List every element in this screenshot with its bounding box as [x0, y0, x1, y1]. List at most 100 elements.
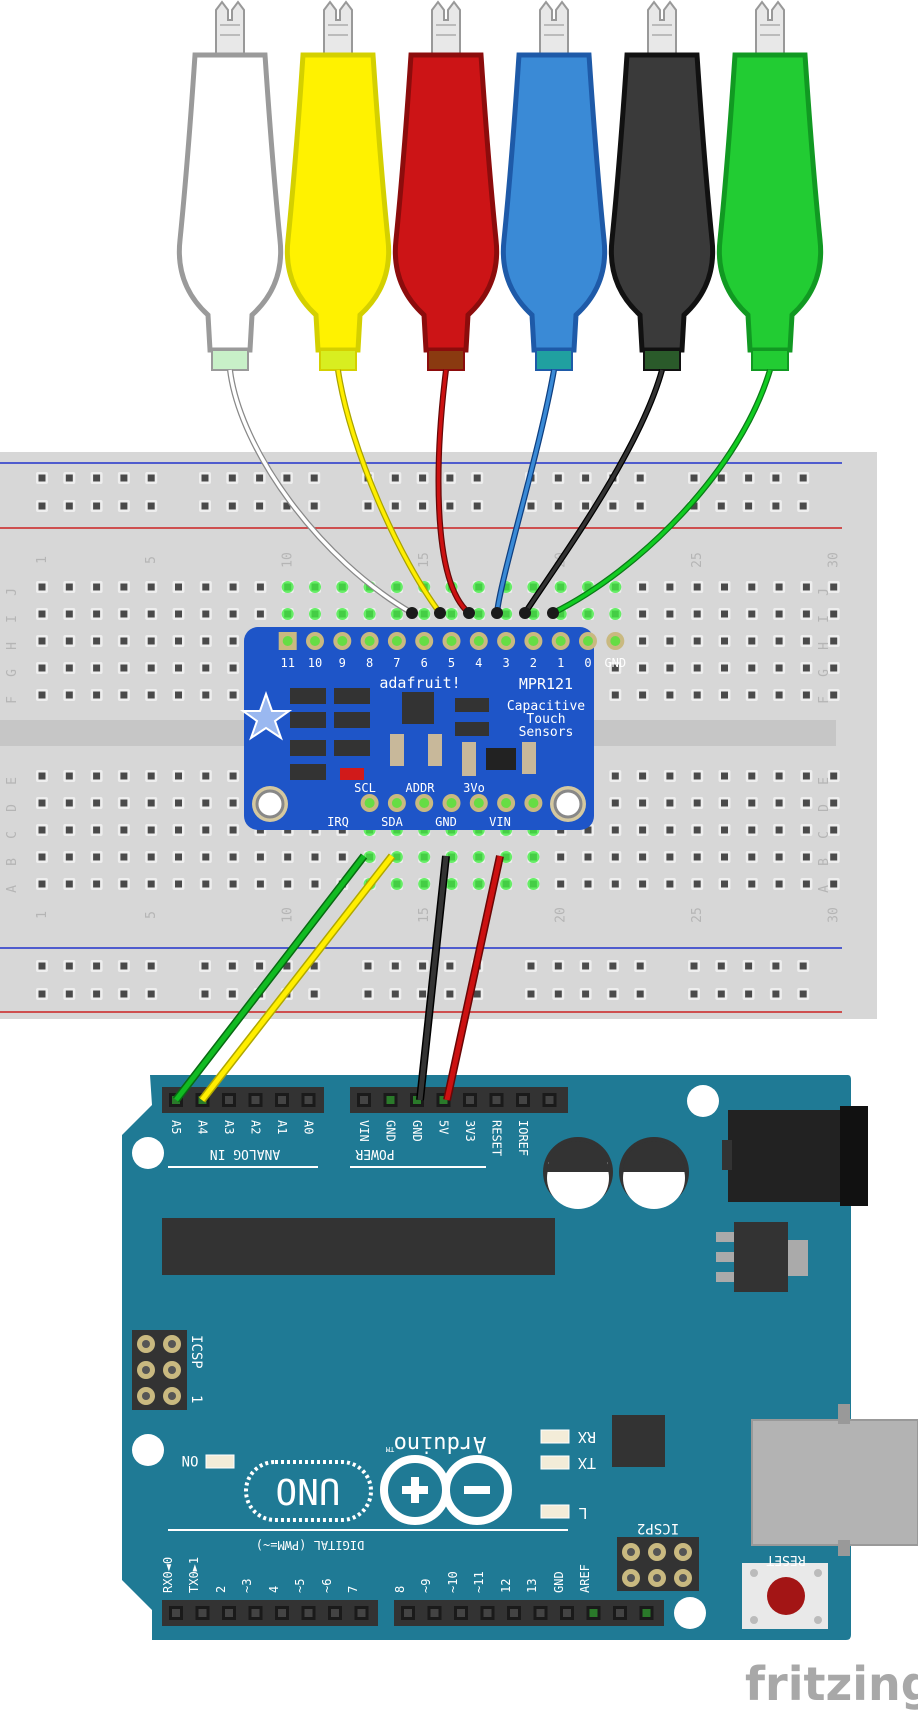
icsp-label: ICSP — [188, 1335, 204, 1369]
column-number-top: 15 — [417, 552, 432, 568]
analog-pin-label: A1 — [275, 1120, 289, 1134]
column-number-bottom: 10 — [281, 907, 296, 923]
digital-pin-label: GND — [552, 1571, 566, 1593]
digital-pin-label: 13 — [525, 1579, 539, 1593]
pin-label: 6 — [421, 656, 428, 670]
pin-label: 1 — [557, 656, 564, 670]
row-letter-right: G — [817, 669, 832, 677]
digital-pin-label: 4 — [267, 1586, 281, 1593]
digital-pin-label: ~5 — [293, 1579, 307, 1593]
column-number-top: 5 — [144, 556, 159, 564]
pin-label: 3 — [502, 656, 509, 670]
column-number-top: 25 — [690, 552, 705, 568]
brand-label: adafruit! — [379, 674, 460, 692]
power-pin-label: 5V — [437, 1120, 451, 1134]
row-letter-right: F — [817, 696, 832, 704]
digital-pin-label: 8 — [393, 1586, 407, 1593]
analog-pin-label: A3 — [222, 1120, 236, 1134]
digital-pin-label: ~10 — [446, 1571, 460, 1593]
icsp2-label: ICSP2 — [637, 1520, 679, 1536]
tx-led-label: TX — [578, 1454, 596, 1472]
pin-label: VIN — [489, 815, 511, 829]
power-label: POWER — [355, 1146, 394, 1161]
row-letter-left: A — [5, 885, 20, 893]
digital-pin-label: ~11 — [472, 1571, 486, 1593]
trademark: TM — [386, 1445, 394, 1453]
analog-pin-label: A2 — [249, 1120, 263, 1134]
analog-pin-label: A4 — [196, 1120, 210, 1134]
analog-pin-label: A5 — [169, 1120, 183, 1134]
digital-pin-label: 2 — [214, 1586, 228, 1593]
uno-logo-text: UNO — [275, 1470, 340, 1511]
pin-label: 0 — [584, 656, 591, 670]
power-pin-label: RESET — [490, 1120, 504, 1156]
alligator-clip-red — [392, 0, 500, 371]
digital-pin-label: ~3 — [240, 1579, 254, 1593]
row-letter-right: D — [817, 804, 832, 812]
digital-label: DIGITAL (PWM=~) — [256, 1538, 364, 1552]
column-number-bottom: 25 — [690, 907, 705, 923]
alligator-clip-green — [716, 0, 824, 371]
row-letter-left: J — [5, 588, 20, 596]
rx-led-label: RX — [578, 1428, 596, 1446]
digital-pin-label: AREF — [578, 1564, 592, 1593]
pin-label: 7 — [393, 656, 400, 670]
pin-label: 10 — [308, 656, 322, 670]
pin-label: 3Vo — [463, 781, 485, 795]
row-letter-right: E — [817, 777, 832, 785]
column-number-bottom: 15 — [417, 907, 432, 923]
desc-line: Sensors — [519, 725, 574, 740]
column-number-top: 30 — [827, 552, 842, 568]
row-letter-right: B — [817, 858, 832, 866]
digital-pin-label: 12 — [499, 1579, 513, 1593]
column-number-bottom: 30 — [827, 907, 842, 923]
alligator-clip-blue — [500, 0, 608, 371]
row-letter-left: C — [5, 831, 20, 839]
pin-label: GND — [435, 815, 457, 829]
column-number-bottom: 5 — [144, 911, 159, 919]
alligator-clip-yellow — [284, 0, 392, 371]
row-letter-left: F — [5, 696, 20, 704]
icsp-pin1-label: 1 — [188, 1395, 204, 1403]
column-number-bottom: 1 — [35, 911, 50, 919]
column-number-top: 1 — [35, 556, 50, 564]
row-letter-right: H — [817, 642, 832, 650]
pin-label: IRQ — [327, 815, 349, 829]
row-letter-right: I — [817, 615, 832, 623]
on-led-label: ON — [182, 1452, 199, 1468]
alligator-clip-white — [176, 0, 284, 371]
wires — [172, 369, 773, 1103]
pin-label: ADDR — [406, 781, 436, 795]
desc-line: Capacitive — [507, 699, 585, 714]
pin-label: GND — [604, 656, 626, 670]
power-pin-label: GND — [384, 1120, 398, 1142]
row-letter-left: H — [5, 642, 20, 650]
digital-pin-label: ~6 — [320, 1579, 334, 1593]
arduino-brand: Arduino — [394, 1431, 487, 1456]
pin-label: 11 — [280, 656, 294, 670]
row-letter-left: B — [5, 858, 20, 866]
alligator-clip-black — [608, 0, 716, 371]
digital-pin-label: 7 — [346, 1586, 360, 1593]
column-number-bottom: 20 — [554, 907, 569, 923]
analog-in-label: ANALOG IN — [210, 1146, 280, 1161]
pin-label: SDA — [381, 815, 403, 829]
row-letter-left: G — [5, 669, 20, 677]
l-led-label: L — [578, 1504, 587, 1522]
row-letter-right: J — [817, 588, 832, 596]
model-label: MPR121 — [519, 675, 573, 693]
power-pin-label: IOREF — [516, 1120, 530, 1156]
power-pin-label: 3V3 — [463, 1120, 477, 1142]
pin-label: 2 — [530, 656, 537, 670]
row-letter-left: D — [5, 804, 20, 812]
alligator-clips — [176, 0, 824, 371]
pin-label: 4 — [475, 656, 482, 670]
digital-pin-label: TX0►1 — [187, 1557, 201, 1593]
digital-pin-label: ~9 — [419, 1579, 433, 1593]
row-letter-right: C — [817, 831, 832, 839]
pin-label: SCL — [354, 781, 376, 795]
digital-pin-label: RX0◄0 — [161, 1557, 175, 1593]
power-pin-label: VIN — [357, 1120, 371, 1142]
